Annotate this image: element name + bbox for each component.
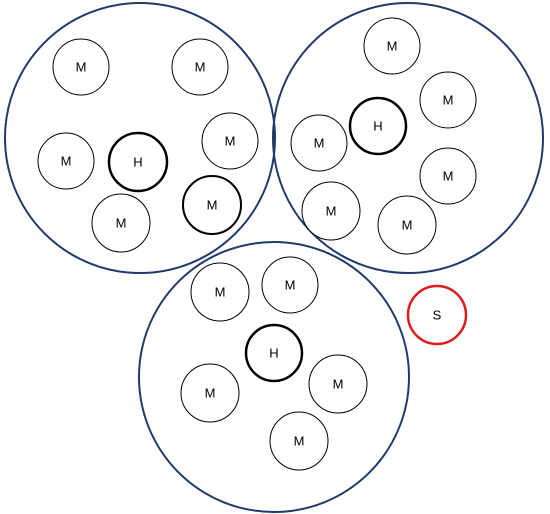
member-node-label: M <box>76 60 87 75</box>
member-node-label: M <box>61 154 72 169</box>
member-node: M <box>201 112 259 170</box>
member-node-label: M <box>443 169 454 184</box>
member-node: M <box>171 38 229 96</box>
member-node-label: M <box>207 198 218 213</box>
member-node: M <box>308 354 368 414</box>
head-node-label: H <box>269 346 278 361</box>
member-node-label: M <box>205 386 216 401</box>
cluster-boundary <box>138 241 410 513</box>
sink-node: S <box>406 284 468 346</box>
cluster-boundary <box>272 2 544 274</box>
member-node-label: M <box>116 216 127 231</box>
member-node-label: M <box>314 136 325 151</box>
member-node: M <box>377 195 437 255</box>
cluster-boundary <box>4 2 276 274</box>
member-node: M <box>363 17 421 75</box>
member-node-label: M <box>225 134 236 149</box>
member-node: M <box>290 114 348 172</box>
head-node-label: H <box>373 119 382 134</box>
head-node: H <box>107 131 169 193</box>
member-node: M <box>190 262 250 322</box>
member-node: M <box>269 411 329 471</box>
member-node: M <box>180 363 240 423</box>
member-node-label: M <box>215 285 226 300</box>
member-node-label: M <box>333 377 344 392</box>
member-node-label: M <box>294 434 305 449</box>
member-node-label: M <box>195 60 206 75</box>
member-node: M <box>91 193 151 253</box>
member-node-label: M <box>443 93 454 108</box>
member-node: M <box>37 132 95 190</box>
member-node: M <box>419 71 477 129</box>
head-node: H <box>348 96 408 156</box>
cluster-bottom: M M H M M M <box>138 241 410 513</box>
member-node: M <box>419 147 477 205</box>
sink-node-label: S <box>433 308 442 323</box>
member-node-label: M <box>326 204 337 219</box>
member-node-label: M <box>387 39 398 54</box>
member-node-label: M <box>285 278 296 293</box>
member-node: M <box>182 175 242 235</box>
cluster-left: M M M H M M M <box>4 2 276 274</box>
member-node: M <box>301 181 361 241</box>
head-node-label: H <box>133 155 142 170</box>
member-node: M <box>52 38 110 96</box>
cluster-right: M M H M M M M <box>272 2 544 274</box>
member-node: M <box>261 256 319 314</box>
head-node: H <box>244 323 304 383</box>
member-node-label: M <box>402 218 413 233</box>
